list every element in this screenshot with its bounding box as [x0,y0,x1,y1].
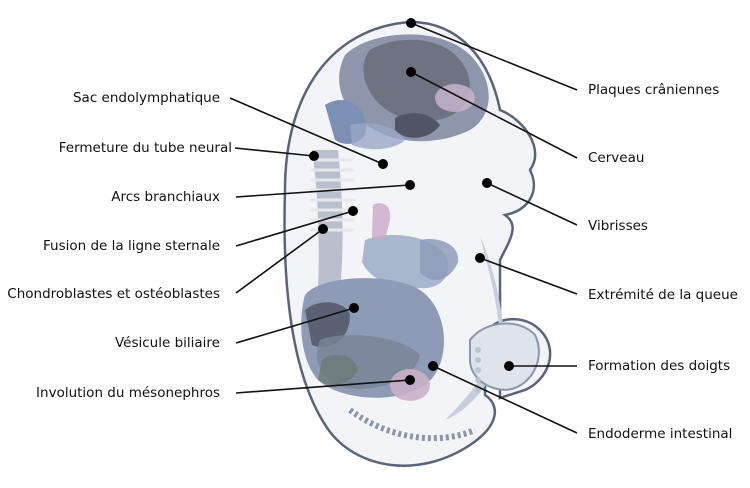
label-plaques-craniennes: Plaques crâniennes [588,82,720,98]
label-chondroblastes-osteoblastes: Chondroblastes et ostéoblastes [7,286,220,302]
brain-region [325,34,489,150]
label-vesicule-biliaire: Vésicule biliaire [114,335,220,351]
tail [348,235,540,442]
label-fusion-ligne-sternale: Fusion de la ligne sternale [42,238,220,254]
label-sac-endolymphatique: Sac endolymphatique [72,90,220,106]
label-fermeture-tube-neural: Fermeture du tube neural [58,140,232,156]
leader-dots [309,18,514,385]
label-formation-doigts: Formation des doigts [588,358,731,374]
abdomen-organs [301,278,444,401]
label-involution-mesonephros: Involution du mésonephros [36,385,220,401]
label-vibrisses: Vibrisses [588,218,648,234]
mid-body [362,203,459,289]
label-extremite-queue: Extrémité de la queue [588,287,738,303]
label-arcs-branchiaux: Arcs branchiaux [111,189,220,205]
leader-lines [229,22,578,434]
label-endoderme-intestinal: Endoderme intestinal [588,426,733,442]
label-cerveau: Cerveau [588,150,645,166]
